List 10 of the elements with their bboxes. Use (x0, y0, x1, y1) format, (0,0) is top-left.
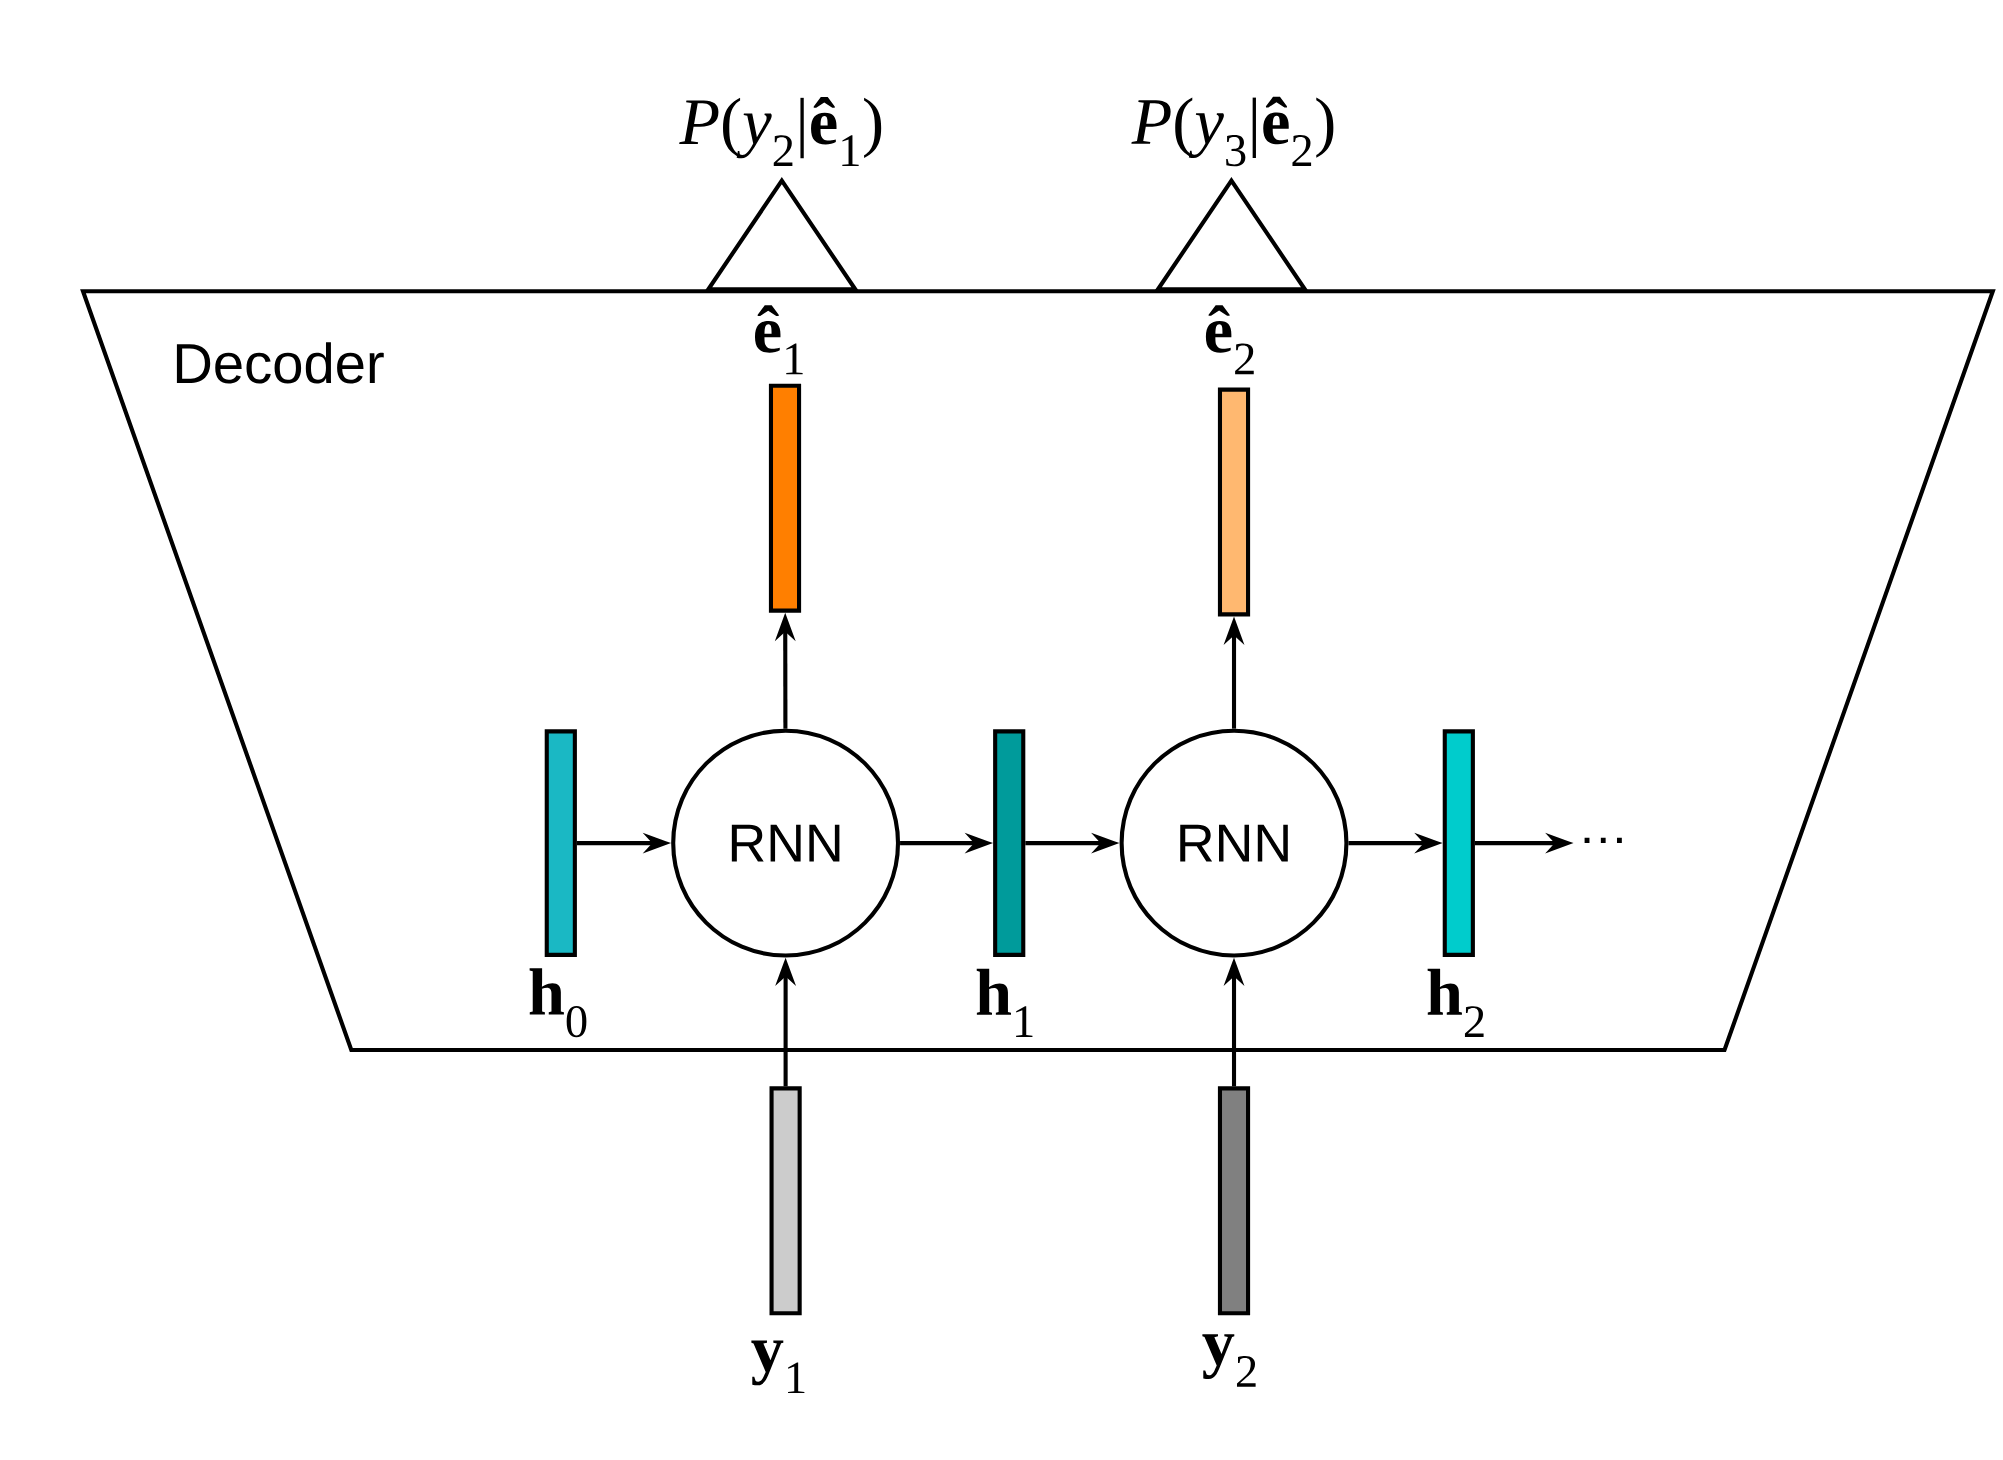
vector-label: ê$_{1}$ (755, 305, 803, 375)
vector-label: ê$_{2}$ (1205, 305, 1254, 375)
vector-label: y$_{2}$ (1202, 1334, 1256, 1387)
probability-label: P(y$_{3}$|ê$_{2}$) (1131, 96, 1334, 167)
vector-label: h$_{2}$ (1427, 968, 1484, 1037)
ellipsis: … (1584, 837, 1622, 844)
vector-label: y$_{1}$ (751, 1340, 805, 1394)
vector-label: h$_{1}$ (976, 968, 1033, 1037)
probability-label: P(y$_{2}$|ê$_{1}$) (679, 97, 882, 167)
vector-label: h$_{0}$ (529, 968, 587, 1038)
